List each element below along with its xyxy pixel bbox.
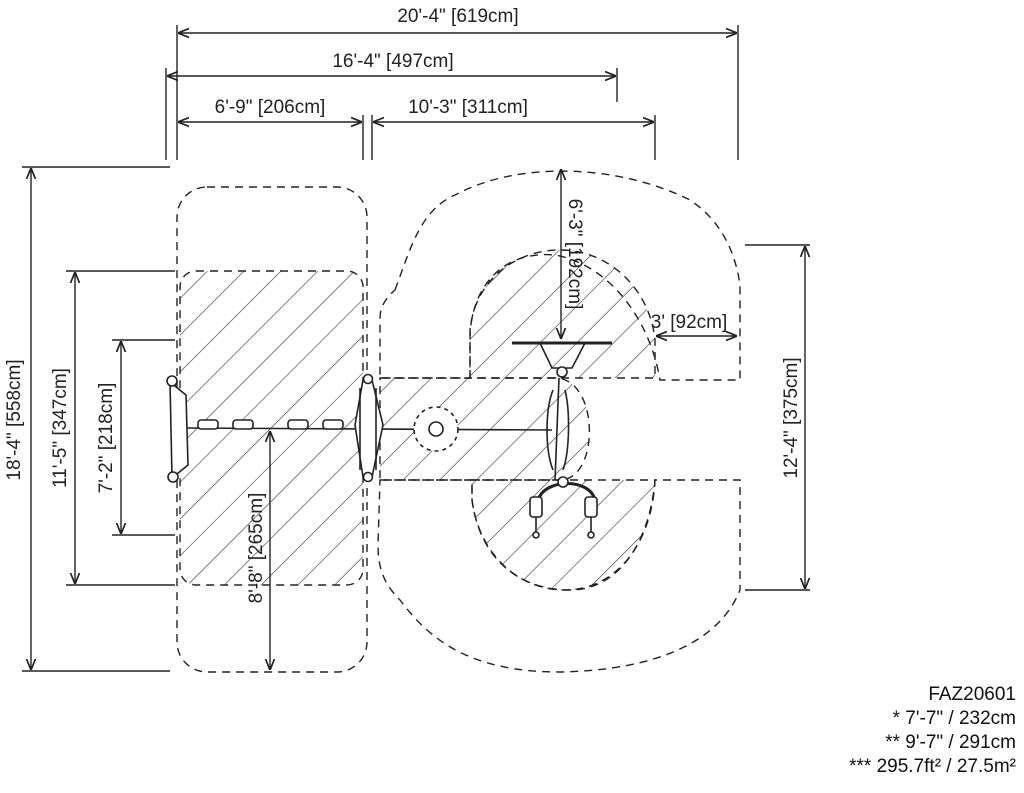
lower-right-fall-zone <box>471 479 656 591</box>
spec-note-1: * 7'-7" / 232cm <box>892 708 1016 729</box>
left-end-frame <box>169 380 189 480</box>
left-width-label: 6'-9" [206cm] <box>215 97 326 118</box>
right-width-label: 10'-3" [311cm] <box>408 97 528 118</box>
left-post-bottom <box>167 471 179 483</box>
total-width-label: 20'-4" [619cm] <box>397 6 518 27</box>
bottom-seat-right <box>584 496 598 518</box>
top-clearance-label: 6'-3" [192cm] <box>564 199 585 310</box>
vertical-arm <box>554 377 560 481</box>
center-post-top <box>362 373 374 385</box>
dimension-lines <box>22 25 810 672</box>
product-code: FAZ20601 <box>928 684 1016 705</box>
spec-note-3: *** 295.7ft² / 27.5m² <box>849 756 1016 777</box>
side-clearance-label: 3' [92cm] <box>651 312 728 333</box>
seat-2 <box>232 419 254 430</box>
left-post-top <box>166 375 178 387</box>
right-use-zone <box>379 170 741 381</box>
product-info-block: FAZ20601 * 7'-7" / 232cm ** 9'-7" / 291c… <box>849 683 1016 779</box>
partial-width-label: 16'-4" [497cm] <box>332 51 453 72</box>
seat-4 <box>322 419 344 430</box>
bottom-seat-left <box>529 496 543 518</box>
bottom-joint <box>557 476 569 488</box>
seat-1 <box>197 419 219 430</box>
center-to-bottom-label: 8'-8" [265cm] <box>246 493 267 604</box>
top-joint <box>556 366 568 378</box>
upper-right-fall-zone <box>469 249 656 379</box>
spinner-hub <box>428 421 444 437</box>
play-equipment <box>166 341 612 539</box>
total-height-label: 18'-4" [558cm] <box>4 359 25 480</box>
seat-3 <box>287 419 309 430</box>
right-height-label: 12'-4" [375cm] <box>781 357 802 478</box>
left-zone-height-label: 11'-5" [347cm] <box>50 368 71 488</box>
bench-height-label: 7'-2" [218cm] <box>96 383 117 494</box>
center-post-bottom <box>362 471 374 483</box>
spec-note-2: ** 9'-7" / 291cm <box>885 732 1016 753</box>
